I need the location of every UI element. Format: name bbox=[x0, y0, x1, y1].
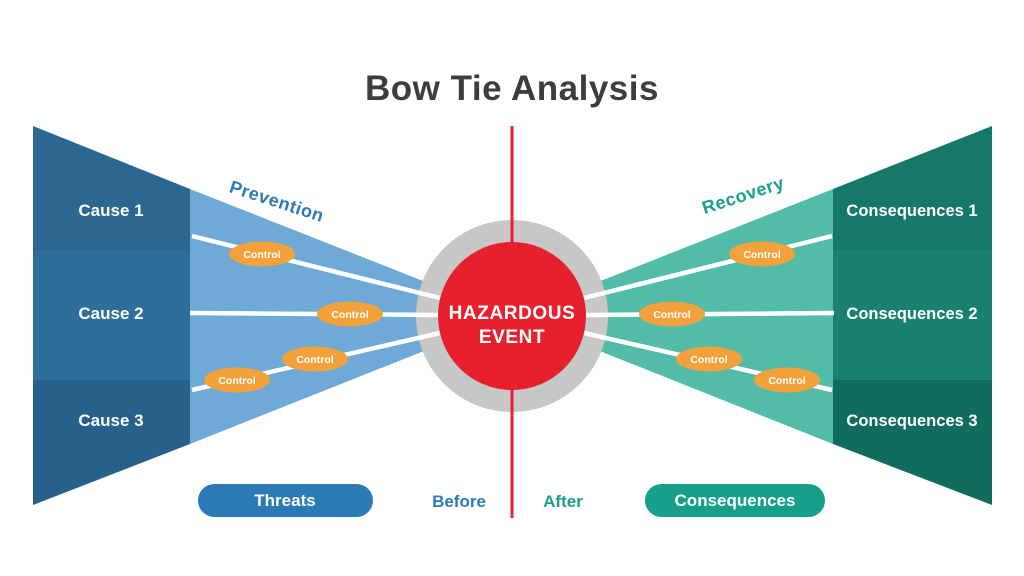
control-ellipse bbox=[754, 367, 820, 393]
hazardous-event-label-line1: HAZARDOUS bbox=[449, 303, 576, 324]
control-ellipse bbox=[676, 346, 742, 372]
control-label: Control bbox=[243, 249, 280, 261]
hazardous-event-node bbox=[438, 242, 586, 390]
control-label: Control bbox=[743, 249, 780, 261]
cause-2-row bbox=[33, 250, 190, 380]
consequence-1-line bbox=[583, 233, 833, 301]
control-ellipse bbox=[639, 301, 705, 327]
threats-button-label: Threats bbox=[254, 491, 315, 510]
control-label: Control bbox=[331, 309, 368, 321]
consequences-button[interactable]: Consequences bbox=[645, 484, 825, 517]
before-label: Before bbox=[432, 492, 486, 511]
cause-1-label: Cause 1 bbox=[78, 201, 143, 220]
consequence-2-label: Consequences 2 bbox=[846, 305, 977, 323]
consequence-1-row bbox=[833, 126, 992, 250]
control-node: Control bbox=[729, 241, 795, 267]
cause-3-label: Cause 3 bbox=[78, 411, 143, 430]
consequence-3-row bbox=[833, 380, 992, 505]
recovery-label: Recovery bbox=[700, 173, 787, 218]
control-ellipse bbox=[317, 301, 383, 327]
cause-1-line bbox=[191, 233, 441, 301]
control-node: Control bbox=[676, 346, 742, 372]
consequences-button-pill[interactable] bbox=[645, 484, 825, 517]
after-label: After bbox=[543, 492, 583, 511]
threats-button-pill[interactable] bbox=[198, 484, 373, 517]
cause-2-label: Cause 2 bbox=[78, 304, 143, 323]
control-label: Control bbox=[768, 375, 805, 387]
cause-2-line bbox=[189, 310, 439, 318]
control-ellipse bbox=[729, 241, 795, 267]
control-node: Control bbox=[317, 301, 383, 327]
page-title: Bow Tie Analysis bbox=[365, 69, 659, 108]
consequence-1-label: Consequences 1 bbox=[846, 202, 977, 220]
control-label: Control bbox=[296, 354, 333, 366]
recovery-controls: Control Control Control Control bbox=[639, 241, 820, 393]
cause-1-row bbox=[33, 126, 190, 250]
consequence-3-label: Consequences 3 bbox=[846, 412, 977, 430]
control-label: Control bbox=[653, 309, 690, 321]
control-node: Control bbox=[639, 301, 705, 327]
prevention-controls: Control Control Control Control bbox=[204, 241, 383, 393]
consequence-2-row bbox=[833, 250, 992, 380]
control-node: Control bbox=[754, 367, 820, 393]
consequence-2-line bbox=[585, 310, 835, 318]
control-ellipse bbox=[229, 241, 295, 267]
control-node: Control bbox=[204, 367, 270, 393]
control-label: Control bbox=[218, 375, 255, 387]
consequences-button-label: Consequences bbox=[675, 491, 796, 510]
cause-3-row bbox=[33, 380, 190, 505]
threats-button[interactable]: Threats bbox=[198, 484, 373, 517]
control-ellipse bbox=[204, 367, 270, 393]
control-node: Control bbox=[229, 241, 295, 267]
control-label: Control bbox=[690, 354, 727, 366]
control-node: Control bbox=[282, 346, 348, 372]
hazardous-event-label-line2: EVENT bbox=[479, 327, 545, 348]
control-ellipse bbox=[282, 346, 348, 372]
